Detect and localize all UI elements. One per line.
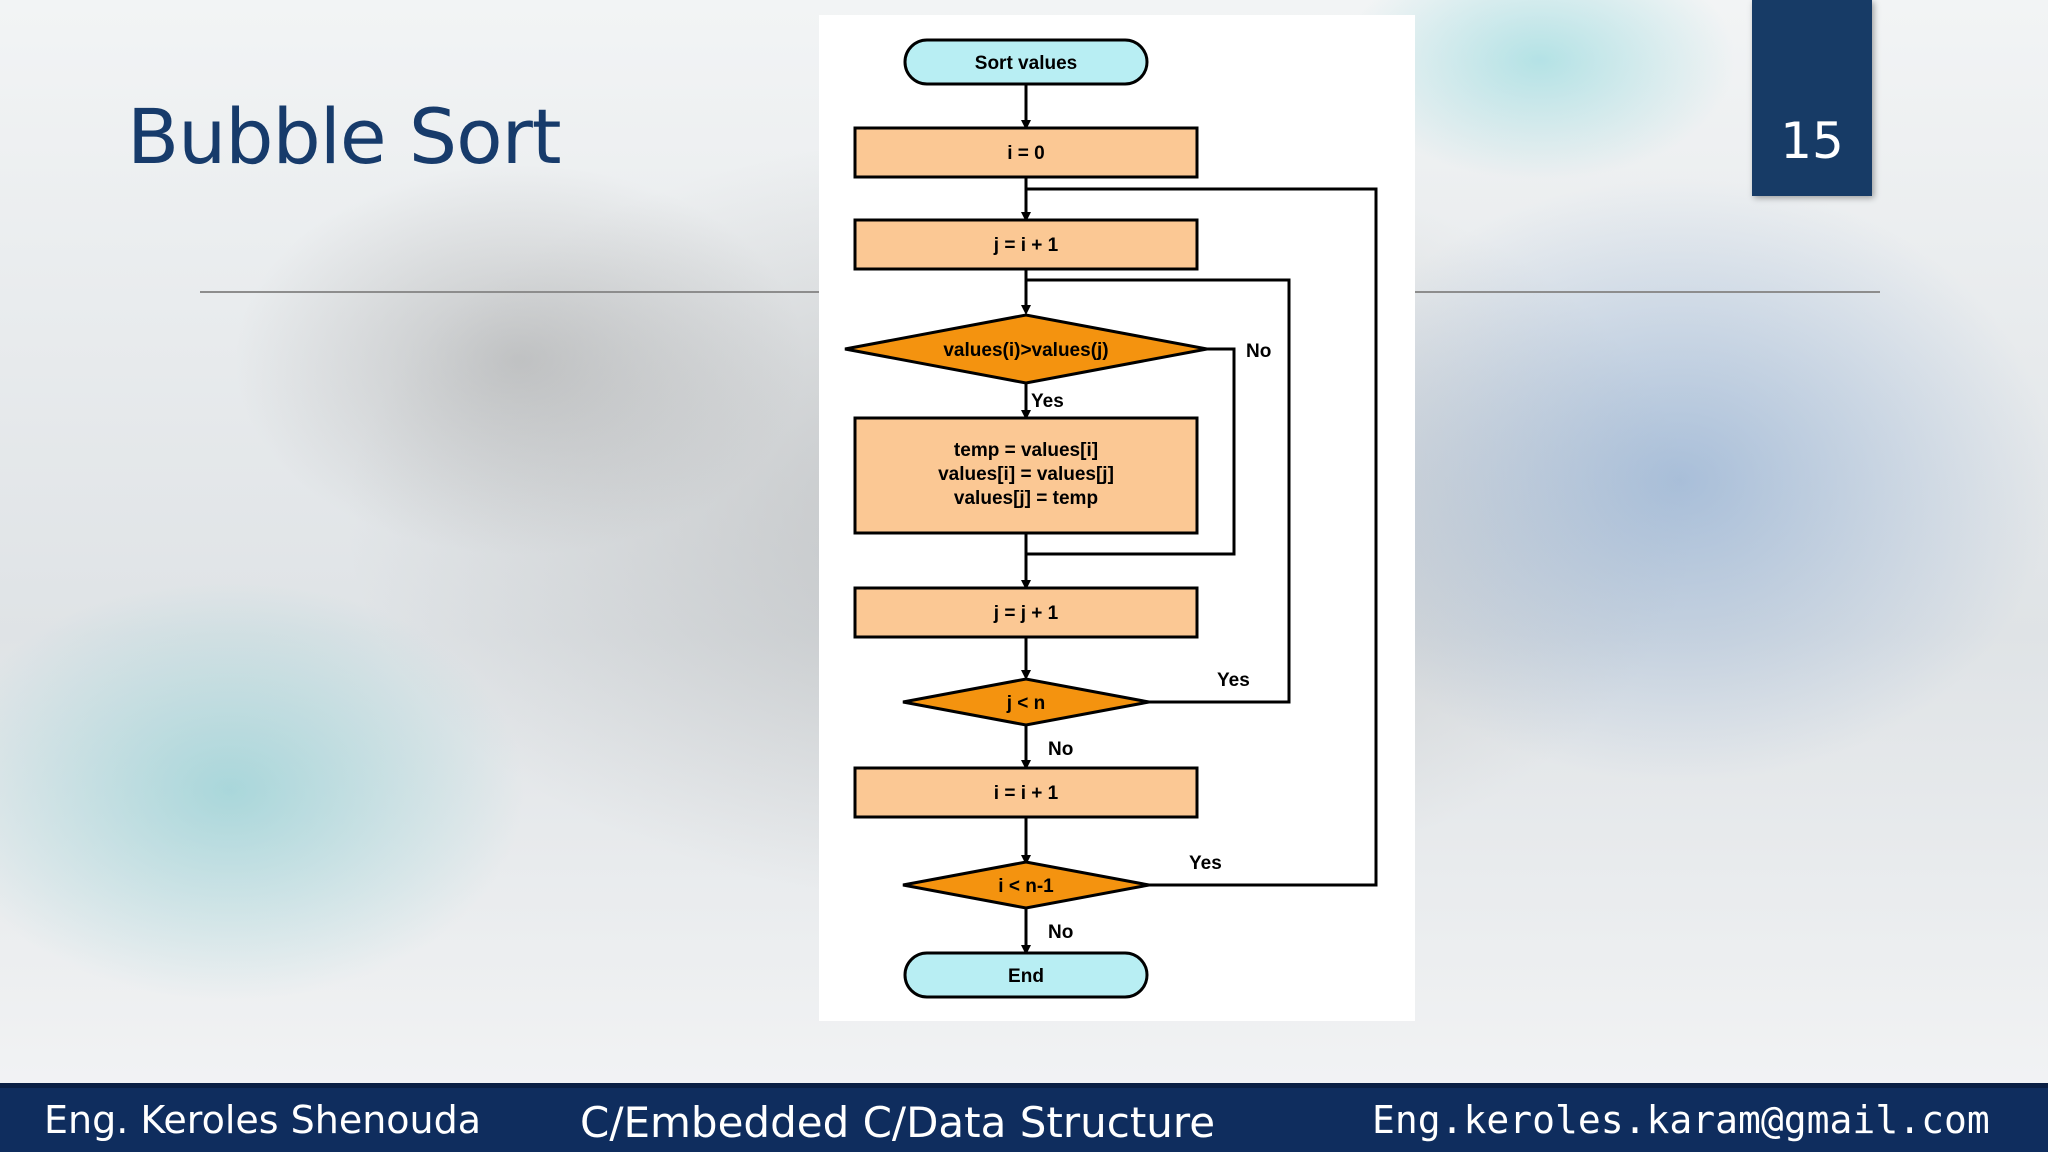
page-number: 15 [1780, 112, 1844, 170]
footer-email: Eng.keroles.karam@gmail.com [1372, 1098, 1990, 1142]
cond-i-label: i < n-1 [998, 876, 1054, 897]
inc-i-label: i = i + 1 [994, 783, 1059, 804]
bubble-sort-flowchart: Sort values i = 0 j = i + 1 values(i)>va… [844, 38, 1378, 999]
compare-decision [844, 313, 1208, 385]
init-i-label: i = 0 [1007, 143, 1045, 164]
cond-i-yes-label: Yes [1189, 853, 1222, 874]
footer-author: Eng. Keroles Shenouda [44, 1098, 482, 1142]
compare-yes-label: Yes [1031, 391, 1064, 412]
flow-connectors [1021, 84, 1378, 955]
cond-j-decision [902, 677, 1150, 727]
init-j-label: j = i + 1 [993, 235, 1059, 256]
start-terminal [903, 38, 1149, 86]
slide-title: Bubble Sort [127, 92, 562, 181]
cond-j-no-label: No [1048, 739, 1073, 760]
init-i-box [853, 126, 1199, 179]
swap-line-1: temp = values[i] [954, 440, 1098, 461]
swap-box [853, 416, 1199, 535]
swap-line-2: values[i] = values[j] [938, 464, 1114, 485]
footer-bar: Eng. Keroles Shenouda C/Embedded C/Data … [0, 1083, 2048, 1152]
end-label: End [1008, 966, 1044, 987]
flowchart-panel: Sort values i = 0 j = i + 1 values(i)>va… [819, 15, 1415, 1021]
inc-i-box [853, 766, 1199, 819]
page-number-tab: 15 [1752, 0, 1872, 196]
footer-course: C/Embedded C/Data Structure [580, 1098, 1216, 1147]
compare-label: values(i)>values(j) [943, 340, 1108, 361]
end-terminal [903, 951, 1149, 999]
compare-no-label: No [1246, 341, 1271, 362]
cond-j-yes-label: Yes [1217, 670, 1250, 691]
swap-line-3: values[j] = temp [954, 488, 1098, 509]
cond-i-decision [902, 860, 1150, 910]
cond-j-label: j < n [1006, 693, 1046, 714]
inc-j-label: j = j + 1 [993, 603, 1059, 624]
init-j-box [853, 218, 1199, 271]
inc-j-box [853, 586, 1199, 639]
start-label: Sort values [975, 53, 1077, 74]
cond-i-no-label: No [1048, 922, 1073, 943]
